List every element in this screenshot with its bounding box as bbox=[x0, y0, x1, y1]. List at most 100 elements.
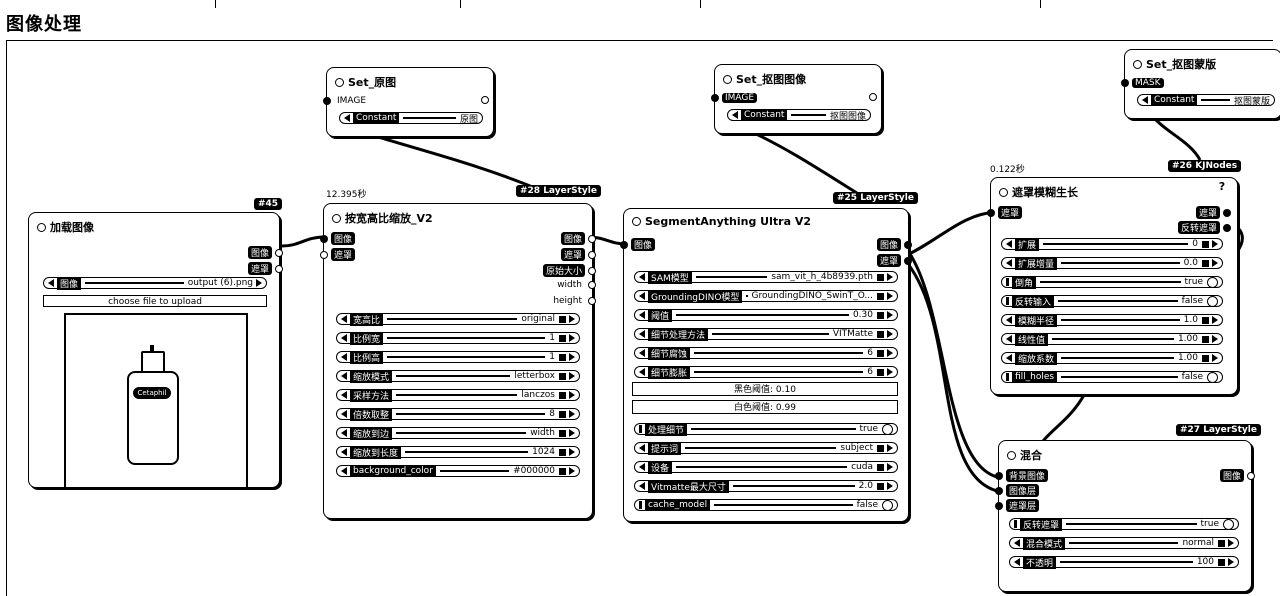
node-circle-icon[interactable] bbox=[332, 213, 341, 223]
arrow-left-icon[interactable] bbox=[639, 482, 645, 490]
output-image[interactable]: 图像 bbox=[247, 246, 283, 259]
white-point-slider[interactable]: 白色阈值: 0.99 bbox=[632, 400, 898, 414]
output-socket[interactable] bbox=[1223, 223, 1232, 232]
arrow-left-icon[interactable] bbox=[341, 467, 347, 475]
arrow-right-icon[interactable] bbox=[569, 448, 575, 456]
arrow-right-icon[interactable] bbox=[1212, 240, 1218, 248]
widget-row[interactable]: background_color#000000 bbox=[336, 465, 580, 477]
arrow-left-icon[interactable] bbox=[639, 292, 645, 300]
arrow-right-icon[interactable] bbox=[887, 368, 893, 376]
output-socket[interactable] bbox=[588, 250, 596, 259]
output-image[interactable]: 图像 bbox=[876, 238, 912, 251]
input-socket[interactable] bbox=[987, 208, 995, 217]
input-background[interactable]: 背景图像 bbox=[995, 469, 1049, 482]
output-socket[interactable] bbox=[1247, 471, 1255, 480]
node-circle-icon[interactable] bbox=[1007, 450, 1016, 460]
image-select[interactable]: 图像 output (6).png bbox=[43, 276, 267, 290]
input-mask[interactable]: 遮罩 bbox=[320, 248, 356, 261]
output-socket[interactable] bbox=[904, 256, 912, 265]
output-height[interactable]: height bbox=[550, 296, 596, 306]
arrow-left-icon[interactable] bbox=[1006, 354, 1012, 362]
input-socket[interactable] bbox=[323, 97, 331, 105]
arrow-left-icon[interactable] bbox=[341, 334, 347, 342]
input-image[interactable]: 图像 bbox=[320, 232, 356, 245]
output-width[interactable]: width bbox=[554, 280, 596, 290]
toggle-icon[interactable] bbox=[1207, 371, 1218, 383]
output-socket[interactable] bbox=[869, 93, 877, 101]
input-socket[interactable] bbox=[1121, 79, 1129, 87]
arrow-right-icon[interactable] bbox=[569, 315, 575, 323]
group-title[interactable]: 图像处理 bbox=[6, 14, 82, 35]
output-socket[interactable] bbox=[904, 240, 912, 249]
input-image[interactable]: 图像 bbox=[620, 238, 656, 251]
arrow-left-icon[interactable] bbox=[1014, 539, 1020, 547]
arrow-left-icon[interactable] bbox=[1006, 259, 1012, 267]
output-original-size[interactable]: 原始大小 bbox=[542, 264, 596, 277]
output-inverted-mask[interactable]: 反转遮罩 bbox=[1178, 221, 1232, 234]
arrow-right-icon[interactable] bbox=[1212, 354, 1218, 362]
arrow-right-icon[interactable] bbox=[887, 273, 893, 281]
input-image[interactable]: IMAGE bbox=[711, 93, 758, 103]
input-mask[interactable]: MASK bbox=[1121, 78, 1164, 88]
arrow-left-icon[interactable] bbox=[341, 391, 347, 399]
output-socket[interactable] bbox=[588, 297, 596, 305]
arrow-left-icon[interactable] bbox=[639, 273, 645, 281]
arrow-right-icon[interactable] bbox=[569, 410, 575, 418]
set-mask-node[interactable]: Set_抠图蒙版 MASK Constant 抠图蒙版 bbox=[1121, 49, 1280, 119]
toggle-icon[interactable] bbox=[1223, 518, 1234, 530]
set-cutout-node[interactable]: Set_抠图图像 IMAGE Constant 抠图图像 bbox=[711, 64, 882, 134]
constant-field[interactable]: Constant 抠图蒙版 bbox=[1137, 94, 1275, 107]
toggle-icon[interactable] bbox=[1207, 295, 1218, 307]
arrow-right-icon[interactable] bbox=[569, 353, 575, 361]
arrow-right-icon[interactable] bbox=[1212, 316, 1218, 324]
node-circle-icon[interactable] bbox=[999, 187, 1008, 197]
arrow-left-icon[interactable] bbox=[1006, 335, 1012, 343]
arrow-right-icon[interactable] bbox=[887, 444, 893, 452]
arrow-left-icon[interactable] bbox=[732, 111, 738, 119]
arrow-left-icon[interactable] bbox=[1006, 240, 1012, 248]
arrow-right-icon[interactable] bbox=[887, 482, 893, 490]
resize-node[interactable]: 按宽高比缩放_V2 图像 遮罩 图像 遮罩 原始大小 width height … bbox=[320, 203, 596, 519]
arrow-right-icon[interactable] bbox=[887, 311, 893, 319]
output-socket[interactable] bbox=[1223, 208, 1232, 217]
node-circle-icon[interactable] bbox=[37, 222, 46, 232]
node-circle-icon[interactable] bbox=[632, 217, 641, 226]
arrow-right-icon[interactable] bbox=[887, 463, 893, 471]
arrow-right-icon[interactable] bbox=[569, 429, 575, 437]
arrow-right-icon[interactable] bbox=[569, 467, 575, 475]
arrow-right-icon[interactable] bbox=[887, 330, 893, 338]
output-socket[interactable] bbox=[588, 281, 596, 289]
input-layer-mask[interactable]: 遮罩层 bbox=[995, 499, 1040, 512]
arrow-right-icon[interactable] bbox=[1228, 539, 1234, 547]
input-image[interactable]: IMAGE bbox=[323, 96, 369, 106]
output-socket[interactable] bbox=[588, 234, 596, 243]
output-socket[interactable] bbox=[481, 96, 489, 104]
output-image[interactable]: 图像 bbox=[560, 232, 596, 245]
node-circle-icon[interactable] bbox=[723, 74, 732, 84]
input-socket[interactable] bbox=[995, 486, 1003, 495]
toggle-icon[interactable] bbox=[1207, 276, 1218, 288]
output-mask[interactable]: 遮罩 bbox=[1196, 206, 1232, 219]
arrow-right-icon[interactable] bbox=[569, 372, 575, 380]
constant-field[interactable]: Constant 原图 bbox=[339, 112, 483, 125]
arrow-left-icon[interactable] bbox=[1006, 316, 1012, 324]
arrow-right-icon[interactable] bbox=[887, 349, 893, 357]
output-mask[interactable]: 遮罩 bbox=[560, 248, 596, 261]
